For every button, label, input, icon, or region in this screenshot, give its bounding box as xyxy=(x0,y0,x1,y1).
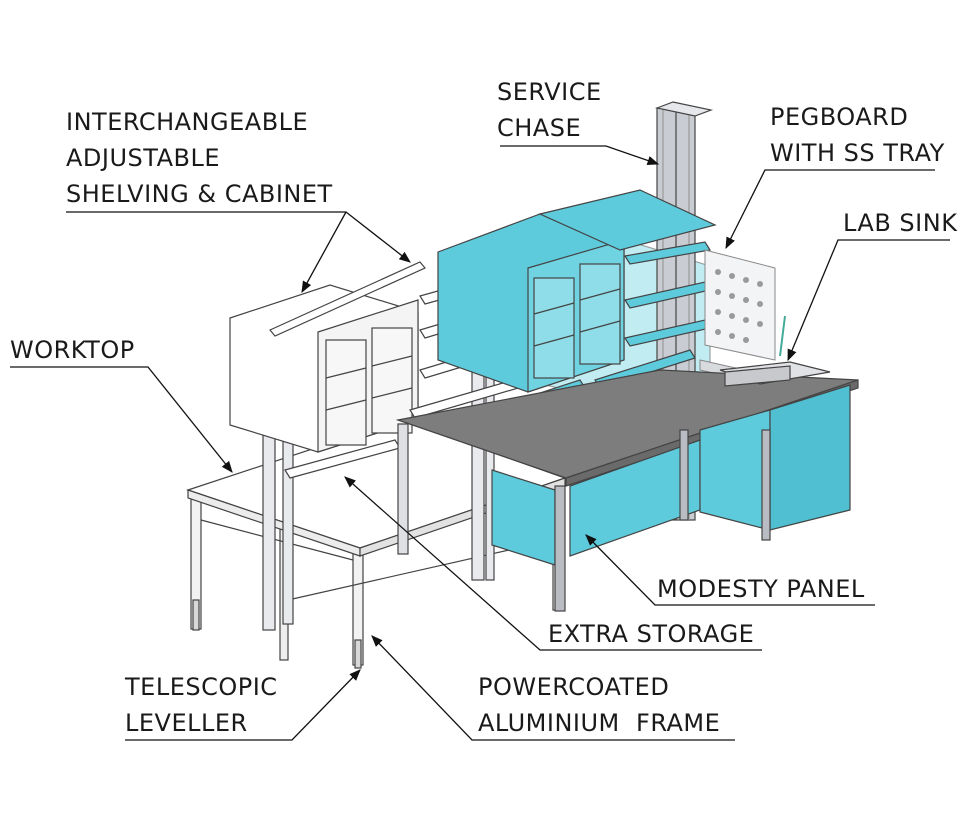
callout-line: ADJUSTABLE xyxy=(66,144,220,172)
leader-powercoated xyxy=(371,635,735,741)
callout-line: PEGBOARD xyxy=(770,103,909,131)
leader-shelving-a xyxy=(66,211,411,263)
white-wall-cabinet xyxy=(229,284,419,453)
leader-worktop xyxy=(10,366,233,473)
callout-lab-sink: LAB SINK xyxy=(843,205,957,241)
callout-service-chase: SERVICE CHASE xyxy=(497,74,602,146)
callout-line: ALUMINIUM FRAME xyxy=(478,709,721,737)
callout-worktop: WORKTOP xyxy=(10,332,135,368)
leader-telescopic xyxy=(125,669,361,741)
leader-lab-sink xyxy=(787,239,950,362)
callout-line: LEVELLER xyxy=(125,709,248,737)
callout-extra-storage: EXTRA STORAGE xyxy=(548,616,754,652)
callout-line: MODESTY PANEL xyxy=(657,575,865,603)
callout-line: POWERCOATED xyxy=(478,673,670,701)
callout-telescopic-leveller: TELESCOPIC LEVELLER xyxy=(125,669,278,741)
callout-leaders xyxy=(10,145,950,741)
cyan-wall-cabinet xyxy=(437,213,625,393)
leader-extra-storage xyxy=(344,476,762,651)
callout-pegboard: PEGBOARD WITH SS TRAY xyxy=(770,99,945,171)
callout-shelving: INTERCHANGEABLE ADJUSTABLE SHELVING & CA… xyxy=(66,104,333,212)
callout-modesty-panel: MODESTY PANEL xyxy=(657,571,865,607)
callout-line: TELESCOPIC xyxy=(125,673,278,701)
leader-pegboard xyxy=(725,169,935,250)
callout-line: WORKTOP xyxy=(10,336,135,364)
leader-shelving-b xyxy=(301,211,347,294)
callout-line: CHASE xyxy=(497,114,582,142)
modesty-panel xyxy=(491,439,701,566)
callout-line: SERVICE xyxy=(497,78,602,106)
aluminium-frame xyxy=(397,423,771,612)
sink xyxy=(719,315,831,387)
callout-line: WITH SS TRAY xyxy=(770,139,945,167)
callout-line: LAB SINK xyxy=(843,209,958,237)
leader-service-chase xyxy=(500,145,660,165)
callout-line: EXTRA STORAGE xyxy=(548,620,755,648)
callout-line: SHELVING & CABINET xyxy=(66,180,333,208)
sink-cabinet xyxy=(699,384,851,531)
callout-line: INTERCHANGEABLE xyxy=(66,108,309,136)
callout-powercoated-frame: POWERCOATED ALUMINIUM FRAME xyxy=(478,669,720,741)
leader-modesty-panel xyxy=(585,534,875,606)
